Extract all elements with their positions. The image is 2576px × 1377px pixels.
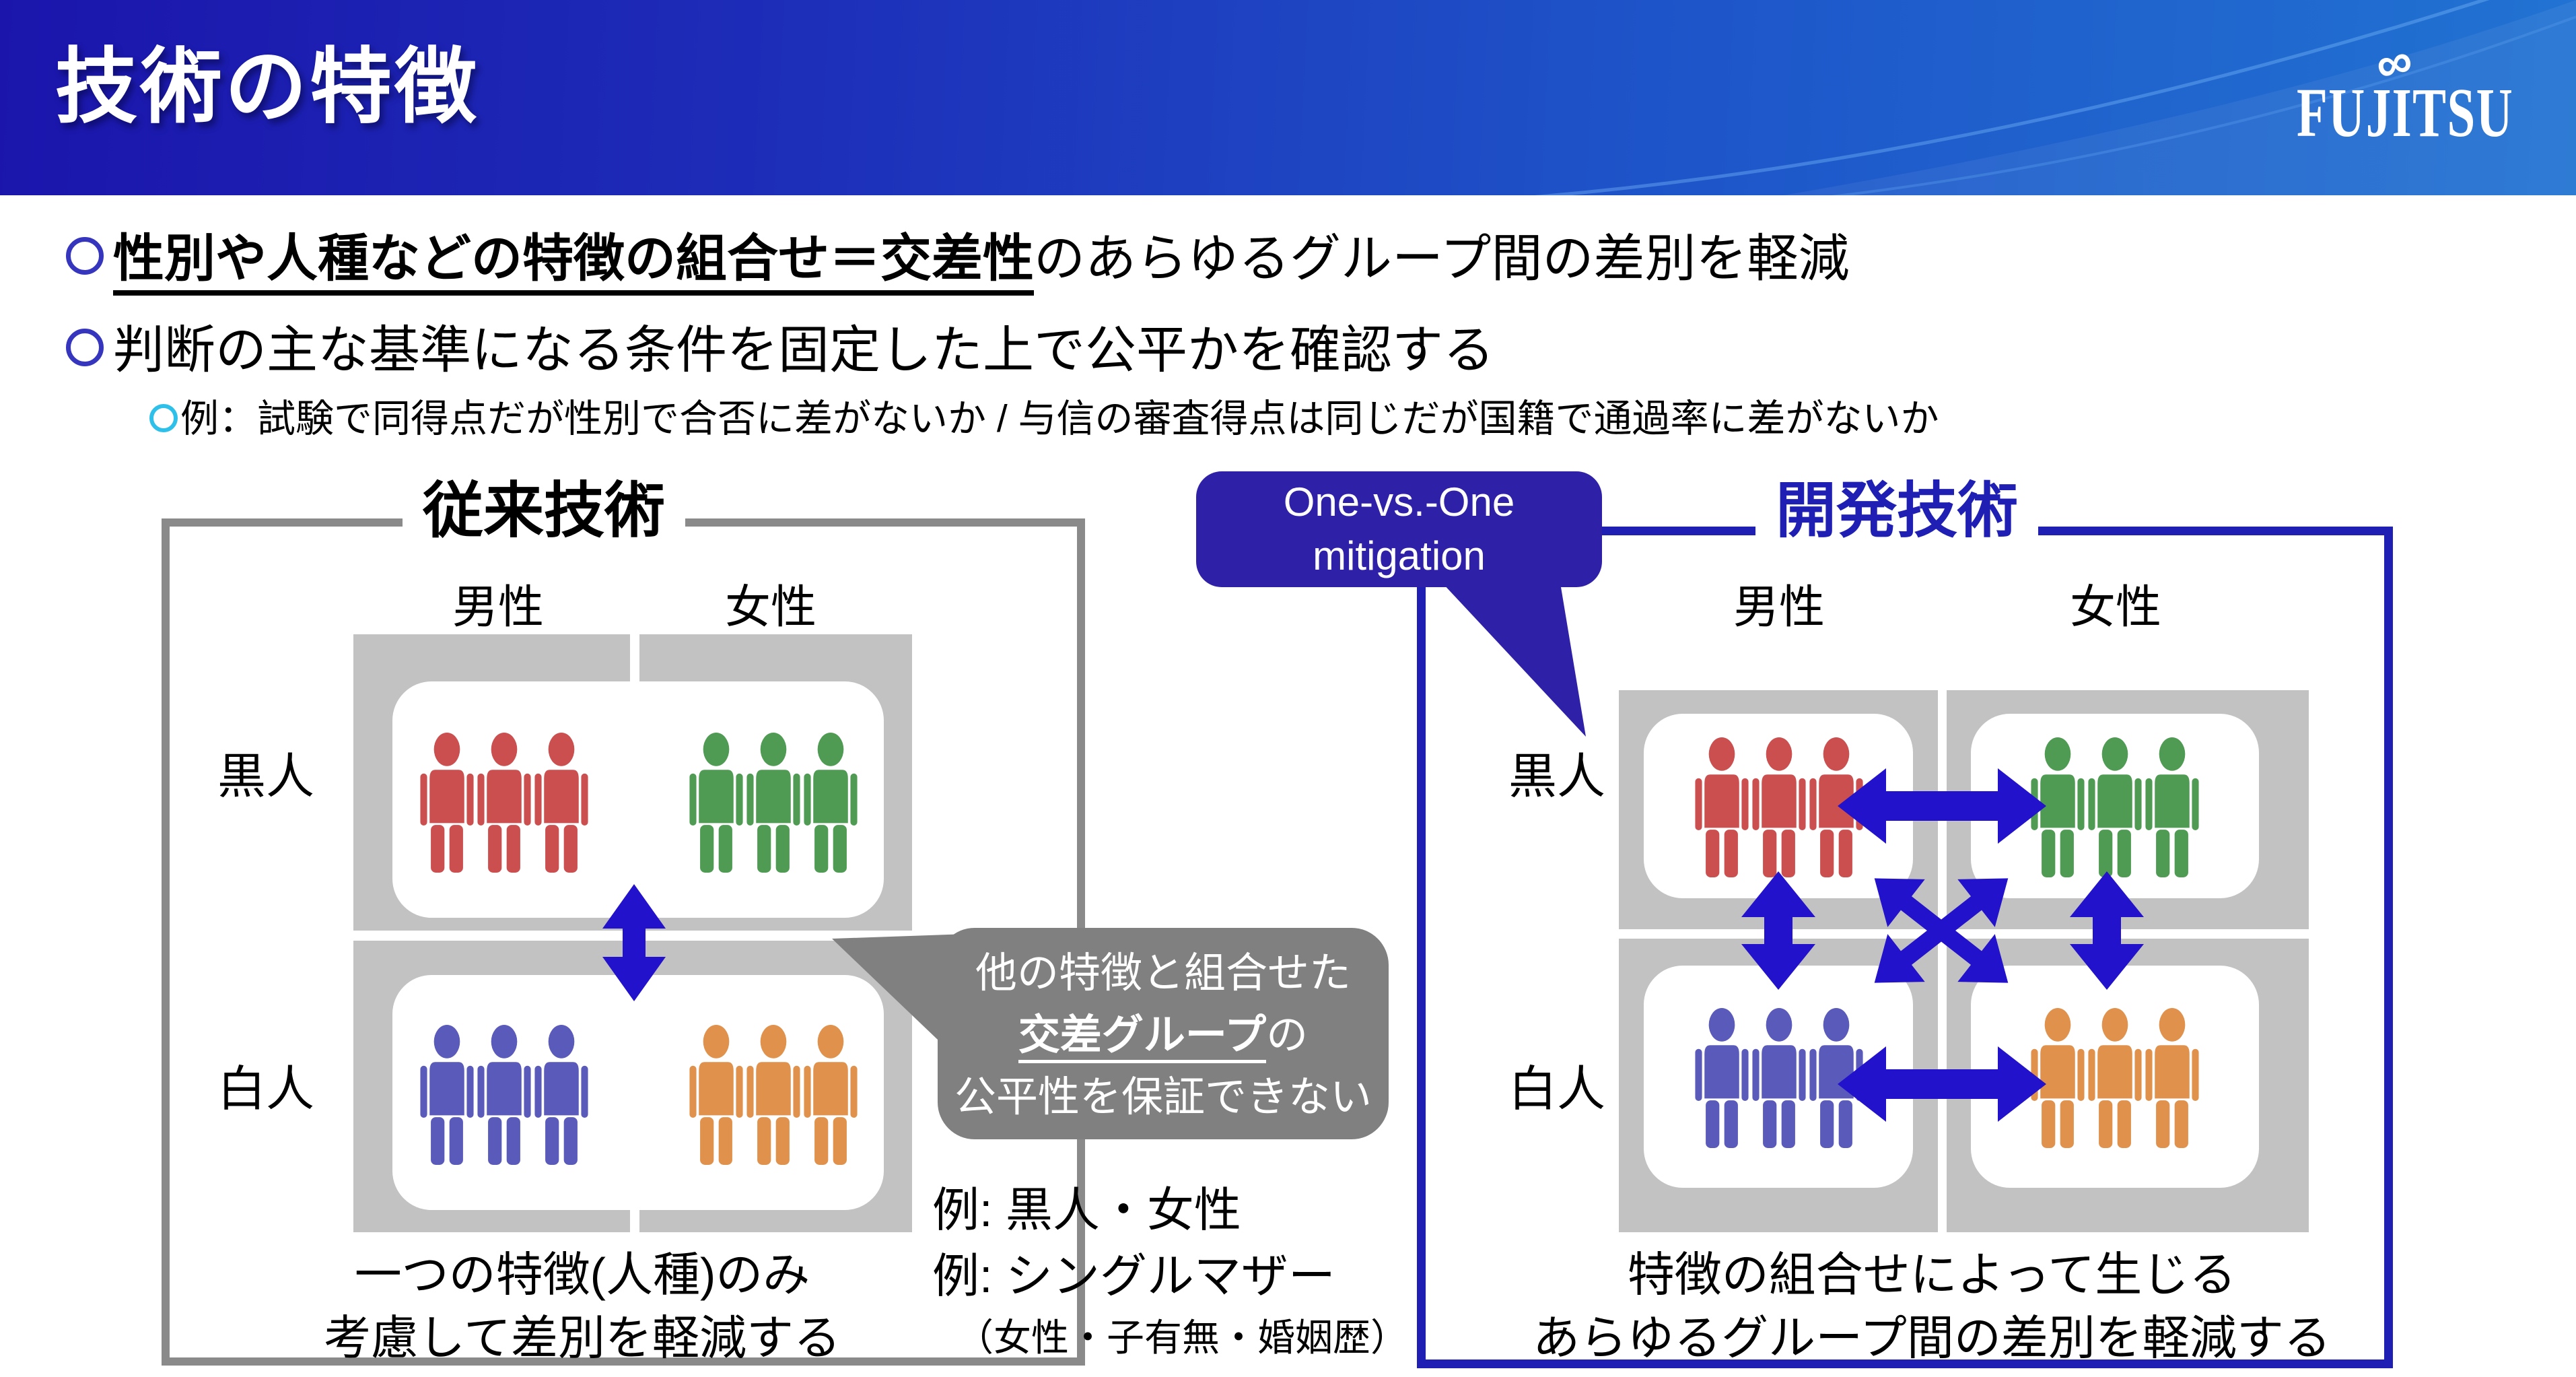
- column-label-male: 男性: [1733, 582, 1825, 633]
- person-icon: [534, 1025, 588, 1165]
- bullet-item-1-rest: のあらゆるグループ間の差別を軽減: [1034, 230, 1850, 288]
- person-icon: [804, 733, 858, 873]
- example-line-2: 例: シングルマザー: [932, 1250, 1335, 1302]
- person-icon: [2088, 737, 2142, 877]
- person-icon: [689, 733, 743, 873]
- one-vs-one-bubble: One-vs.-One mitigation: [1196, 471, 1602, 587]
- crossed-double-arrows-icon: [1874, 878, 2009, 983]
- person-icon: [1752, 737, 1806, 877]
- conventional-white-group-box: [392, 975, 884, 1210]
- people-group-white-male: [1691, 1007, 1867, 1149]
- double-arrow-horizontal-icon: [1838, 768, 2046, 844]
- people-group-white-female: [685, 1023, 862, 1166]
- person-icon: [689, 1025, 743, 1165]
- person-icon: [1695, 737, 1749, 877]
- person-icon: [2088, 1008, 2142, 1148]
- sub-bullet-circle-icon: [149, 404, 178, 432]
- double-arrow-vertical-icon: [2070, 871, 2144, 990]
- person-icon: [1809, 737, 1863, 877]
- bullet-item-2: 判断の主な基準になる条件を固定した上で公平かを確認する: [113, 322, 1494, 379]
- developed-panel-title: 開発技術: [1755, 471, 2038, 551]
- person-icon: [746, 1025, 800, 1165]
- column-label-female: 女性: [724, 582, 816, 633]
- person-icon: [477, 733, 531, 873]
- column-label-male: 男性: [452, 582, 544, 633]
- bullet-circle-icon: [66, 329, 104, 366]
- developed-panel-frame: [1417, 527, 2393, 1368]
- person-icon: [2145, 1008, 2199, 1148]
- developed-caption: 特徴の組合せによって生じる あらゆるグループ間の差別を軽減する: [1533, 1248, 2331, 1364]
- conventional-panel-title: 従来技術: [403, 471, 685, 551]
- person-icon: [2145, 737, 2199, 877]
- double-arrow-horizontal-icon: [1838, 1046, 2046, 1122]
- page-title: 技術の特徴: [55, 41, 479, 133]
- callout-bubble: 他の特徴と組合せた 交差グループの 公平性を保証できない: [938, 928, 1389, 1139]
- person-icon: [746, 733, 800, 873]
- row-label-black: 黒人: [217, 750, 314, 804]
- bullet-item-1-emphasis: 性別や人種などの特徴の組合せ＝交差性: [113, 230, 1034, 296]
- people-group-white-female: [2027, 1007, 2203, 1149]
- person-icon: [420, 1025, 474, 1165]
- people-group-black-female: [2027, 736, 2203, 879]
- people-group-black-female: [685, 731, 862, 874]
- row-label-black: 黒人: [1508, 750, 1605, 804]
- person-icon: [420, 733, 474, 873]
- person-icon: [2031, 1008, 2085, 1148]
- fujitsu-logo-text: FUJITSU: [2297, 74, 2514, 152]
- person-icon: [1752, 1008, 1806, 1148]
- row-label-white: 白人: [217, 1063, 314, 1116]
- callout-emphasis: 交差グループ: [1018, 1012, 1267, 1063]
- person-icon: [2031, 737, 2085, 877]
- people-group-black-male: [1691, 736, 1867, 879]
- person-icon: [804, 1025, 858, 1165]
- bullet-circle-icon: [66, 237, 104, 275]
- bullet-item-1: 性別や人種などの特徴の組合せ＝交差性のあらゆるグループ間の差別を軽減: [113, 217, 1850, 296]
- bullet-example: 例：試験で同得点だが性別で合否に差がないか / 与信の審査得点は同じだが国籍で通…: [180, 397, 1939, 440]
- fujitsu-logo: ∞ FUJITSU: [2297, 31, 2539, 153]
- row-label-white: 白人: [1508, 1063, 1605, 1116]
- column-label-female: 女性: [2069, 582, 2161, 633]
- header-bar: 技術の特徴 ∞ FUJITSU: [0, 0, 2576, 195]
- example-line-1: 例: 黒人・女性: [932, 1184, 1241, 1236]
- double-arrow-vertical-icon: [1741, 871, 1815, 990]
- conventional-caption: 一つの特徴(人種)のみ 考慮して差別を軽減する: [324, 1248, 841, 1364]
- double-arrow-vertical-icon: [602, 884, 666, 1001]
- conventional-black-group-box: [392, 681, 884, 918]
- person-icon: [1695, 1008, 1749, 1148]
- people-group-black-male: [416, 731, 592, 874]
- example-line-3: （女性・子有無・婚姻歴）: [956, 1316, 1408, 1359]
- examples-block: 例: 黒人・女性 例: シングルマザー （女性・子有無・婚姻歴）: [932, 1177, 1408, 1367]
- one-vs-one-bubble-tail-icon: [1442, 583, 1586, 737]
- header-swoosh-decoration: [1534, 0, 2576, 195]
- person-icon: [534, 733, 588, 873]
- people-group-white-male: [416, 1023, 592, 1166]
- person-icon: [477, 1025, 531, 1165]
